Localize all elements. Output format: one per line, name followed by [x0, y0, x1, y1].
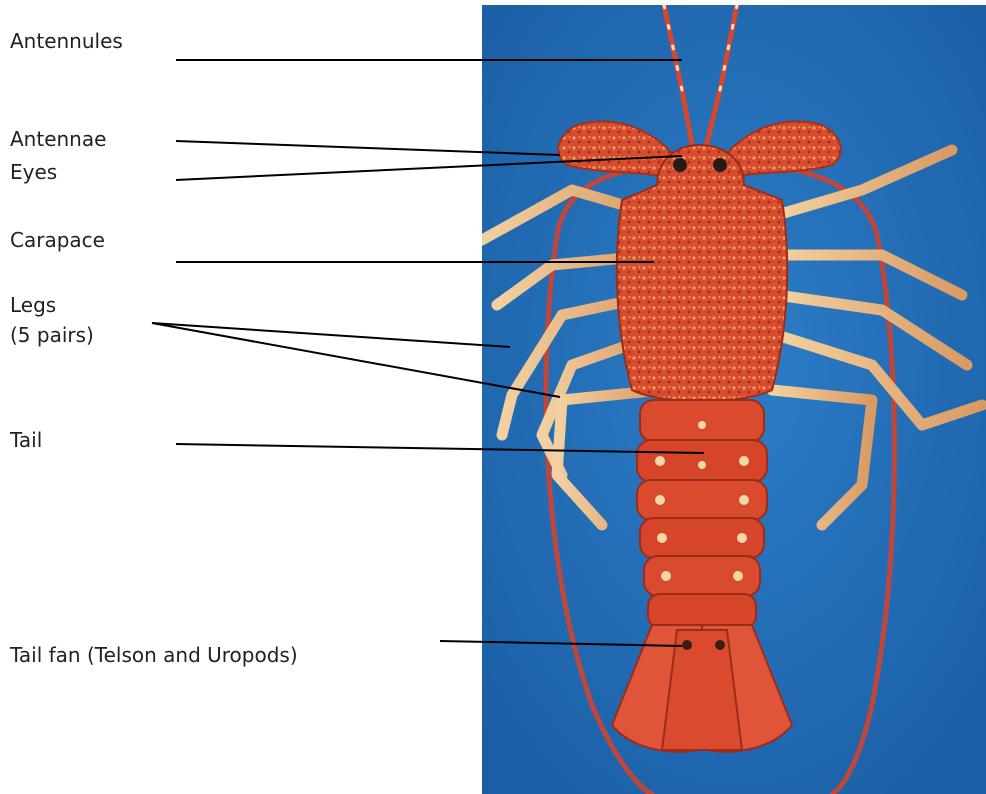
label-legs-pairs: (5 pairs)	[10, 322, 94, 348]
label-antennules: Antennules	[10, 28, 123, 54]
label-antennae: Antennae	[10, 126, 106, 152]
label-tail-fan: Tail fan (Telson and Uropods)	[10, 642, 298, 668]
leader-legs-upper	[152, 323, 510, 347]
lobster-photo	[482, 5, 986, 794]
label-tail: Tail	[10, 427, 42, 453]
label-eyes: Eyes	[10, 159, 57, 185]
label-carapace: Carapace	[10, 227, 105, 253]
lobster-tail	[637, 400, 767, 628]
label-legs: Legs	[10, 292, 56, 318]
